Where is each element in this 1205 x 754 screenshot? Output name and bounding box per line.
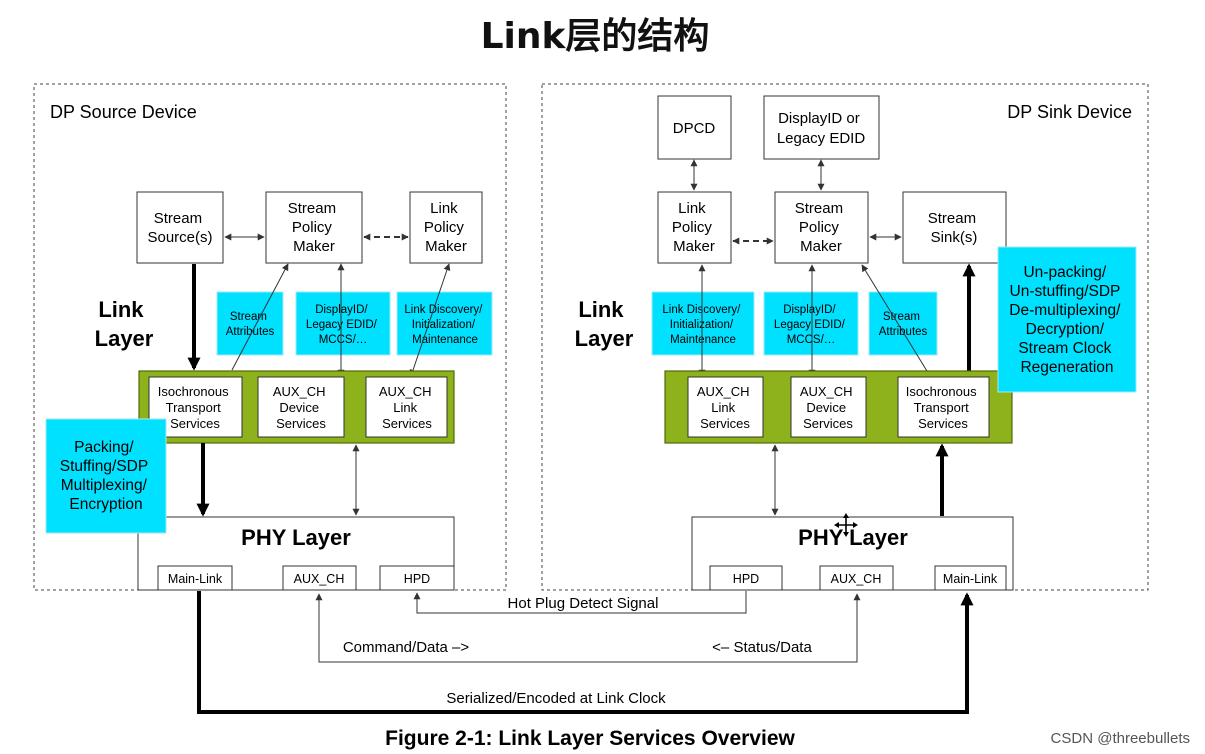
sink-device-label: DP Sink Device	[1007, 102, 1132, 122]
watermark: CSDN @threebullets	[1051, 730, 1190, 747]
hot-plug-label: Hot Plug Detect Signal	[508, 595, 659, 612]
sink-device-frame	[541, 83, 1149, 591]
serialized-label: Serialized/Encoded at Link Clock	[446, 690, 666, 707]
packing-box	[45, 418, 167, 534]
source-line-linkpolicy-to-auxlink	[409, 263, 451, 377]
source-hpd-label: HPD	[404, 572, 430, 586]
sink-link-policy-maker-label: Link Policy Maker	[672, 200, 716, 255]
sink-main-link-port	[934, 565, 1007, 591]
source-stream-policy-maker-label: Stream Policy Maker	[288, 200, 341, 255]
source-stream-attributes-box	[216, 291, 284, 356]
sink-isochronous-box	[897, 376, 990, 438]
stream-sink-box	[902, 191, 1007, 264]
stream-sink-label: Stream Sink(s)	[928, 210, 981, 246]
sink-stream-policy-maker-box	[774, 191, 869, 264]
sink-stream-attributes-box	[868, 291, 938, 356]
source-aux-device-box	[257, 376, 345, 438]
sink-hpd-label: HPD	[733, 572, 759, 586]
status-data-label: <– Status/Data	[712, 639, 812, 656]
command-data-label: Command/Data –>	[343, 639, 470, 656]
source-aux-ch-port	[282, 565, 357, 591]
source-link-layer-label: Link Layer	[95, 297, 154, 351]
aux-ch-line	[315, 593, 861, 663]
source-stream-policy-maker-box	[265, 191, 363, 264]
sink-hpd-port	[709, 565, 783, 591]
move-cursor-icon	[834, 513, 858, 537]
sink-isochronous-label: Isochronous Transport Services	[906, 384, 980, 431]
unpacking-label: Un-packing/ Un-stuffing/SDP De-multiplex…	[1009, 264, 1124, 376]
packing-label: Packing/ Stuffing/SDP Multiplexing/ Encr…	[60, 439, 153, 513]
sink-link-policy-maker-box	[657, 191, 732, 264]
source-main-link-port	[157, 565, 233, 591]
sink-link-layer-label: Link Layer	[575, 297, 634, 351]
figure-caption: Figure 2-1: Link Layer Services Overview	[385, 727, 795, 750]
dpcd-box	[657, 95, 732, 160]
sink-aux-ch-label: AUX_CH	[831, 572, 882, 586]
main-link-line	[197, 591, 974, 714]
sink-aux-ch-port	[819, 565, 894, 591]
sink-displayid-edid-label: DisplayID or Legacy EDID	[777, 110, 866, 147]
stream-source-box	[136, 191, 224, 264]
source-link-policy-maker-label: Link Policy Maker	[424, 200, 468, 255]
source-stream-attributes-label: Stream Attributes	[226, 311, 275, 338]
sink-aux-link-box	[687, 376, 764, 438]
source-aux-device-label: AUX_CH Device Services	[273, 384, 329, 431]
source-aux-link-box	[365, 376, 448, 438]
source-aux-ch-label: AUX_CH	[294, 572, 345, 586]
source-hpd-port	[379, 565, 455, 591]
hot-plug-line	[413, 591, 747, 614]
sink-phy-layer-label: PHY Layer	[798, 525, 908, 550]
page-title: Link层的结构	[481, 16, 710, 57]
sink-aux-device-box	[790, 376, 867, 438]
source-line-policy-to-iso	[231, 263, 289, 371]
source-link-policy-maker-box	[409, 191, 483, 264]
sink-aux-link-label: AUX_CH Link Services	[697, 384, 753, 431]
source-main-link-label: Main-Link	[168, 572, 223, 586]
source-phy-layer-label: PHY Layer	[241, 525, 351, 550]
source-isochronous-label: Isochronous Transport Services	[158, 384, 232, 431]
source-aux-link-label: AUX_CH Link Services	[379, 384, 435, 431]
sink-aux-device-label: AUX_CH Device Services	[800, 384, 856, 431]
unpacking-box	[997, 246, 1137, 393]
sink-link-discovery-label: Link Discovery/ Initialization/ Maintena…	[662, 304, 743, 346]
sink-displayid-edid-box	[763, 95, 880, 160]
source-device-label: DP Source Device	[50, 102, 197, 122]
dpcd-label: DPCD	[673, 120, 716, 137]
stream-source-label: Stream Source(s)	[147, 210, 212, 246]
source-link-discovery-label: Link Discovery/ Initialization/ Maintena…	[404, 304, 485, 346]
sink-line-policy-to-iso	[861, 264, 931, 377]
sink-main-link-label: Main-Link	[943, 572, 998, 586]
sink-stream-policy-maker-label: Stream Policy Maker	[795, 200, 848, 255]
